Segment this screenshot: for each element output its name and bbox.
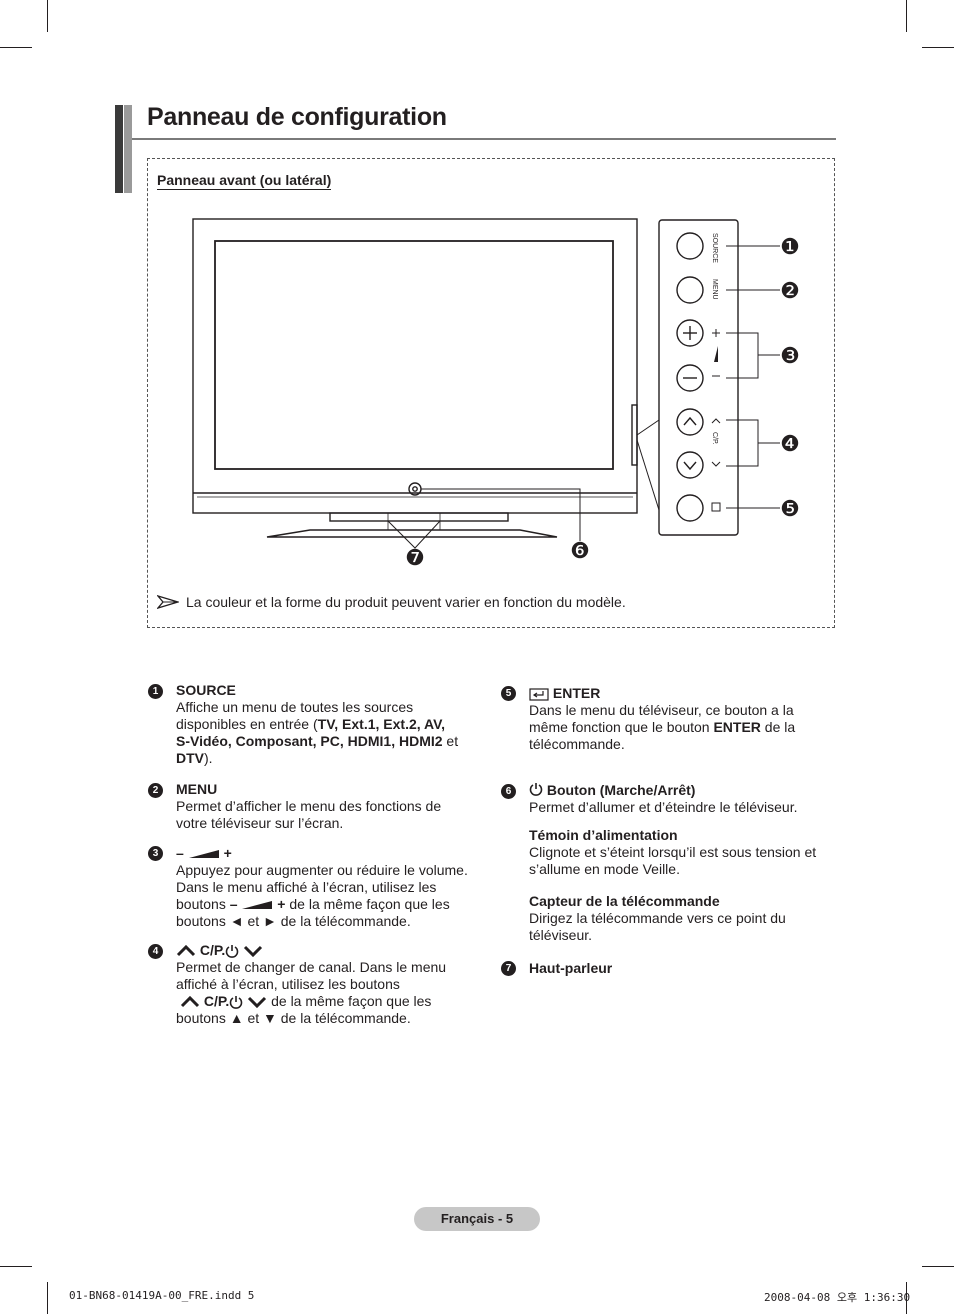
note-arrow-icon <box>157 595 179 609</box>
volume-wedge-icon <box>188 850 219 859</box>
item-text: Dans le menu du téléviseur, ce bouton a … <box>529 702 794 718</box>
item-text: boutons ▲ et ▼ de la télécommande. <box>176 1010 411 1026</box>
item-volume: – + Appuyez pour augmenter ou réduire le… <box>176 845 491 930</box>
crop-mark <box>906 0 907 32</box>
item-text: Appuyez pour augmenter ou réduire le vol… <box>176 862 468 878</box>
sub-heading: Capteur de la télécommande <box>529 893 720 909</box>
item-heading: ENTER <box>529 685 839 702</box>
item-text: boutons ◄ et ► de la télécommande. <box>176 913 411 929</box>
item-power: Bouton (Marche/Arrêt) Permet d’allumer e… <box>529 782 839 944</box>
source-button <box>676 232 704 260</box>
callout-3: ❸ <box>780 343 800 368</box>
item-speaker: Haut-parleur <box>529 960 839 977</box>
item-text: Clignote et s’éteint lorsqu’il est sous … <box>529 844 817 860</box>
item-text: DTV). <box>176 750 213 766</box>
diagram-box <box>147 158 835 628</box>
enter-icon <box>529 688 549 701</box>
item-text: téléviseur. <box>529 927 593 943</box>
item-number-3: 3 <box>148 846 163 861</box>
tv-screen <box>214 240 614 470</box>
volume-down-button <box>676 364 704 392</box>
item-enter: ENTER Dans le menu du téléviseur, ce bou… <box>529 685 839 753</box>
item-heading: Haut-parleur <box>529 960 613 976</box>
item-heading: – + <box>176 845 232 861</box>
menu-button <box>676 276 704 304</box>
channel-down-button <box>676 451 704 479</box>
item-text: s’allume en mode Veille. <box>529 861 680 877</box>
callout-1: ❶ <box>780 234 800 259</box>
item-text: Dirigez la télécommande vers ce point du <box>529 910 786 926</box>
power-icon <box>226 945 239 959</box>
page-number-badge: Français - 5 <box>414 1207 540 1231</box>
crop-mark <box>906 1282 907 1314</box>
item-text: Permet d’afficher le menu des fonctions … <box>176 798 442 814</box>
callout-6: ❻ <box>570 538 590 563</box>
chevron-down-icon <box>244 946 263 958</box>
sub-heading: Témoin d’alimentation <box>529 827 678 843</box>
panel-cp-label: C/P. <box>711 432 718 445</box>
item-number-7: 7 <box>501 961 516 976</box>
item-menu: MENU Permet d’afficher le menu des fonct… <box>176 781 491 832</box>
item-heading: SOURCE <box>176 682 236 698</box>
power-icon <box>529 783 543 796</box>
crop-mark <box>0 47 32 48</box>
item-text: Affiche un menu de toutes les sources <box>176 699 414 715</box>
item-heading: Bouton (Marche/Arrêt) <box>529 782 839 799</box>
title-accent-dark <box>115 105 123 193</box>
item-text: télécommande. <box>529 736 625 752</box>
item-text: Dans le menu affiché à l’écran, utilisez… <box>176 879 437 895</box>
enter-button <box>676 494 704 522</box>
title-rule <box>132 138 836 140</box>
item-text: Permet de changer de canal. Dans le menu <box>176 959 447 975</box>
tv-stand <box>266 529 558 538</box>
title-accent-light <box>124 105 132 193</box>
section-subtitle: Panneau avant (ou latéral) <box>157 172 332 190</box>
item-text: même fonction que le bouton ENTER de la <box>529 719 796 735</box>
callout-4: ❹ <box>780 431 800 456</box>
item-text: votre téléviseur sur l’écran. <box>176 815 344 831</box>
volume-wedge-icon <box>714 346 718 362</box>
note-text: La couleur et la forme du produit peuven… <box>186 594 626 610</box>
item-text: boutons – + de la même façon que les <box>176 896 450 912</box>
chevron-up-icon <box>176 945 196 957</box>
file-slug: 01-BN68-01419A-00_FRE.indd 5 <box>69 1289 255 1302</box>
channel-up-button <box>676 408 704 436</box>
item-number-6: 6 <box>501 784 516 799</box>
panel-source-label: SOURCE <box>711 233 718 263</box>
crop-mark <box>47 0 48 32</box>
callout-5: ❺ <box>780 496 800 521</box>
page-title: Panneau de configuration <box>147 103 447 131</box>
power-icon <box>230 996 243 1010</box>
item-number-5: 5 <box>501 686 516 701</box>
volume-wedge-icon <box>242 901 273 910</box>
crop-mark <box>922 1266 954 1267</box>
item-text: S-Vidéo, Composant, PC, HDMI1, HDMI2 et <box>176 733 459 749</box>
item-source: SOURCE Affiche un menu de toutes les sou… <box>176 682 491 767</box>
item-number-1: 1 <box>148 684 163 699</box>
item-heading: MENU <box>176 781 218 797</box>
item-text: Permet d’allumer et d’éteindre le télévi… <box>529 799 798 815</box>
volume-up-button <box>676 319 704 347</box>
crop-mark <box>0 1266 32 1267</box>
callout-2: ❷ <box>780 278 800 303</box>
chevron-down-icon <box>248 997 267 1009</box>
crop-mark <box>47 1282 48 1314</box>
item-text: affiché à l’écran, utilisez les boutons <box>176 976 400 992</box>
callout-7: ❼ <box>405 545 425 570</box>
item-channel: C/P. Permet de changer de canal. Dans le… <box>176 942 491 1027</box>
item-text: C/P. de la même façon que les <box>176 993 491 1010</box>
item-number-2: 2 <box>148 783 163 798</box>
chevron-up-icon <box>180 996 200 1008</box>
tv-diagram: SOURCE MENU C/P. ❶ ❷ ❸ ❹ ❺ ❻ ❼ <box>192 218 800 570</box>
item-number-4: 4 <box>148 944 163 959</box>
date-slug: 2008-04-08 오후 1:36:30 <box>764 1291 911 1304</box>
crop-mark <box>922 47 954 48</box>
item-text: disponibles en entrée (TV, Ext.1, Ext.2,… <box>176 716 446 732</box>
panel-menu-label: MENU <box>711 279 718 300</box>
item-heading: C/P. <box>176 942 491 959</box>
